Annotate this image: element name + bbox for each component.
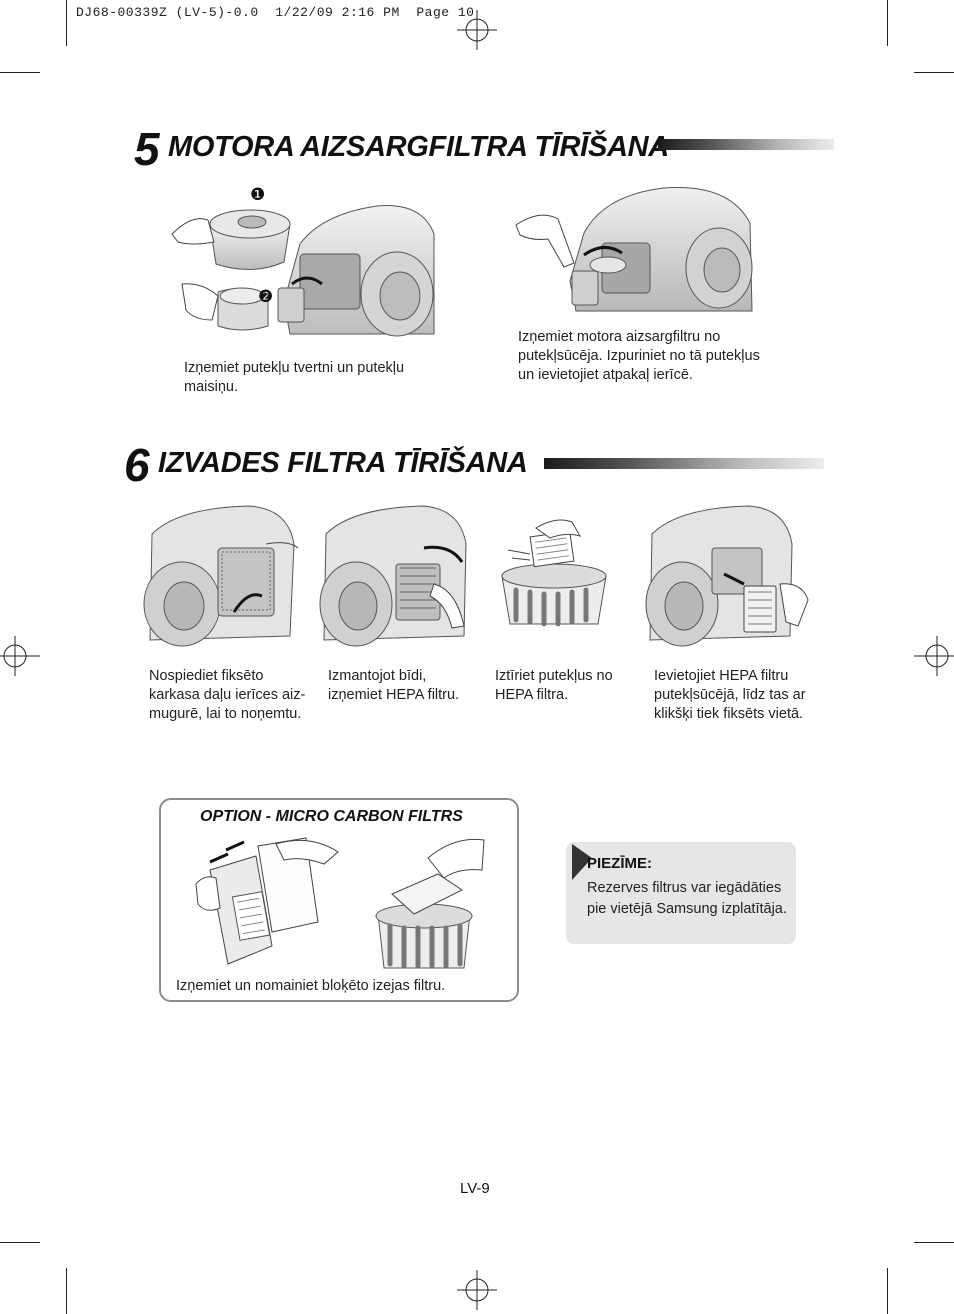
- section-6-caption-3: Iztīriet putekļus no HEPA filtra.: [495, 668, 613, 703]
- step-1-marker: ❶: [250, 185, 265, 205]
- step-3-illustration: [501, 519, 607, 627]
- note-triangle-icon: [572, 844, 592, 880]
- section-5-title-bar: [658, 139, 834, 150]
- section-6-number: 6: [124, 439, 150, 491]
- crop-mark-br-h: [914, 1242, 954, 1243]
- registration-mark-right: [914, 636, 954, 676]
- step-2-marker: ❷: [258, 287, 273, 307]
- registration-mark-bottom: [457, 1270, 497, 1310]
- crop-mark-tr-h: [914, 72, 954, 73]
- section-5-title: MOTORA AIZSARGFILTRA TĪRĪŠANA: [168, 131, 669, 163]
- crop-mark-tl-v: [66, 0, 67, 46]
- crop-mark-bl-h: [0, 1242, 40, 1243]
- note-title: PIEZĪME:: [587, 855, 653, 872]
- micro-carbon-filter-illustration: [195, 837, 485, 969]
- dust-bin-removal-illustration: ❶ ❷: [171, 185, 435, 337]
- motor-filter-illustration: [515, 186, 753, 312]
- section-6-title: IZVADES FILTRA TĪRĪŠANA: [158, 447, 528, 479]
- page-number: LV-9: [460, 1180, 490, 1197]
- registration-mark-top: [457, 10, 497, 50]
- section-6-caption-4: Ievietojiet HEPA filtru putekļsūcējā, lī…: [654, 668, 806, 722]
- crop-mark-bl-v: [66, 1268, 67, 1314]
- section-6-caption-1: Nospiediet fiksēto karkasa daļu ierīces …: [149, 668, 306, 722]
- option-box-title: OPTION - MICRO CARBON FILTRS: [200, 808, 463, 825]
- section-5-caption-2: Izņemiet motora aizsargfiltru no putekļs…: [518, 329, 760, 383]
- option-box-caption: Izņemiet un nomainiet bloķēto izejas fil…: [176, 978, 446, 994]
- registration-mark-left: [0, 636, 40, 676]
- section-6-caption-2: Izmantojot bīdi, izņemiet HEPA filtru.: [328, 668, 460, 703]
- crop-mark-br-v: [887, 1268, 888, 1314]
- note-box: [566, 842, 796, 944]
- section-5-number: 5: [134, 123, 160, 175]
- crop-mark-tl-h: [0, 72, 40, 73]
- section-6-title-bar: [544, 458, 824, 469]
- step-1-illustration: [143, 505, 299, 647]
- step-4-illustration: [645, 505, 809, 647]
- crop-mark-tr-v: [887, 0, 888, 46]
- section-5-caption-1: Izņemiet putekļu tvertni un putekļu mais…: [184, 360, 405, 395]
- print-slug: DJ68-00339Z (LV-5)-0.0 1/22/09 2:16 PM P…: [76, 5, 475, 20]
- note-text: Rezerves filtrus var iegādāties pie viet…: [587, 880, 787, 917]
- step-2-illustration: [319, 505, 467, 647]
